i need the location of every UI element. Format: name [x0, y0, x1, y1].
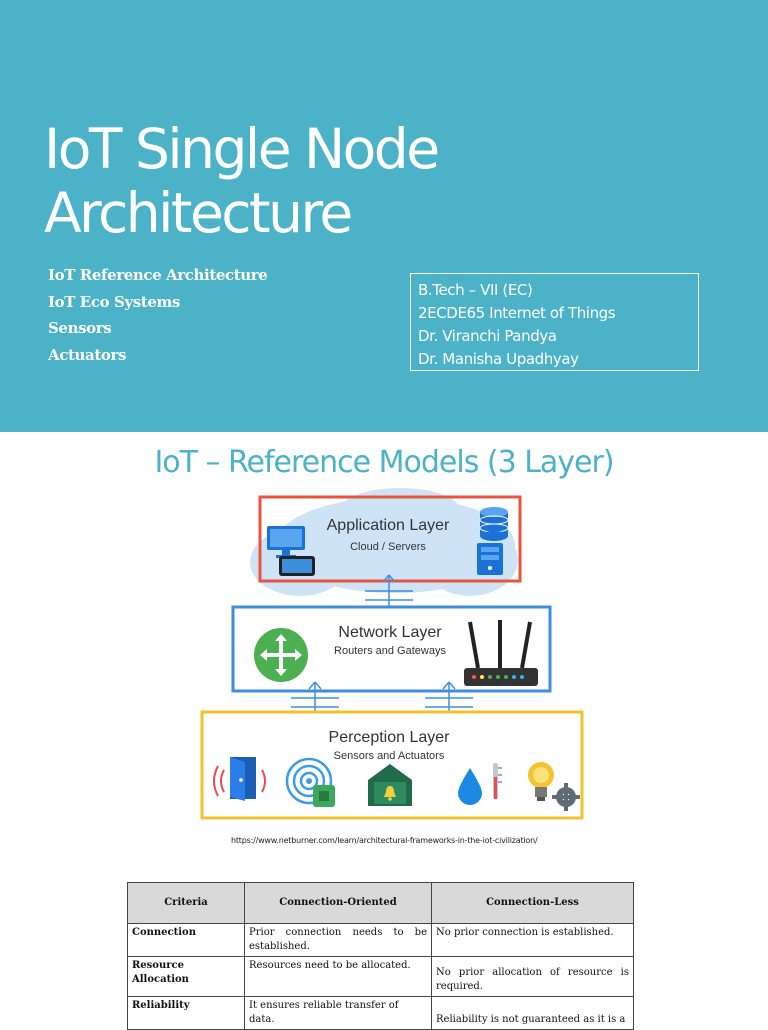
network-layer-subtitle: Routers and Gateways [334, 645, 446, 657]
topic-item: IoT Eco Systems [48, 292, 180, 311]
table-cell: Prior connection needs to be established… [244, 923, 432, 957]
network-layer-title: Network Layer [338, 624, 442, 641]
table-cell: Resources need to be allocated. [244, 956, 432, 997]
criteria-cell: Resource Allocation [127, 956, 245, 997]
monitor-icon [267, 526, 305, 558]
database-icon [479, 507, 509, 541]
application-layer-title: Application Layer [327, 517, 450, 534]
server-icon [477, 543, 503, 575]
column-header: Connection-Oriented [244, 882, 432, 924]
criteria-cell: Reliability [127, 996, 245, 1030]
table-header-row: Criteria Connection-Oriented Connection-… [127, 882, 634, 924]
course-code: 2ECDE65 Internet of Things [418, 304, 616, 322]
table-cell: Reliability is not guaranteed as it is a [431, 996, 634, 1030]
topic-list: IoT Reference Architecture IoT Eco Syste… [48, 262, 268, 368]
tablet-icon [279, 556, 315, 576]
perception-layer-title: Perception Layer [329, 729, 451, 746]
reference-model-title: IoT – Reference Models (3 Layer) [154, 445, 614, 480]
column-header: Criteria [127, 882, 245, 924]
table-cell: It ensures reliable transfer of data. [244, 996, 432, 1030]
application-layer-box [258, 495, 522, 583]
topic-item: IoT Reference Architecture [48, 266, 268, 284]
table-cell: No prior allocation of resource is requi… [431, 956, 634, 997]
slide-title-line-1: IoT Single Node [44, 117, 440, 181]
table-cell: No prior connection is established. [431, 923, 634, 957]
source-url: https://www.netburner.com/learn/architec… [231, 836, 538, 845]
application-layer-subtitle: Cloud / Servers [350, 541, 426, 553]
comparison-table: Criteria Connection-Oriented Connection-… [127, 882, 634, 1030]
instructor-name: Dr. Manisha Upadhyay [418, 350, 579, 368]
course-info-box: B.Tech – VII (EC) 2ECDE65 Internet of Th… [410, 273, 699, 371]
criteria-cell: Connection [127, 923, 245, 957]
smart-bulb-icon [528, 762, 554, 801]
rfid-sensor-icon [285, 757, 335, 807]
smart-home-alarm-icon [368, 764, 412, 806]
title-slide: IoT Single Node Architecture IoT Referen… [0, 0, 768, 432]
topic-item: Actuators [48, 345, 127, 364]
table-row: Connection Prior connection needs to be … [127, 923, 634, 957]
water-drop-icon [458, 768, 482, 805]
table-row: Reliability It ensures reliable transfer… [127, 996, 634, 1030]
table-row: Resource Allocation Resources need to be… [127, 956, 634, 997]
slide-title-line-2: Architecture [44, 181, 353, 245]
perception-layer-subtitle: Sensors and Actuators [334, 750, 445, 762]
router-icon [254, 628, 308, 682]
wifi-router-icon [464, 620, 538, 686]
gear-icon [552, 783, 580, 811]
course-program: B.Tech – VII (EC) [418, 281, 533, 299]
topic-item: Sensors [48, 319, 112, 337]
column-header: Connection-Less [431, 882, 634, 924]
thermometer-icon [493, 763, 502, 799]
instructor-name: Dr. Viranchi Pandya [418, 327, 557, 345]
door-sensor-icon [213, 757, 266, 801]
